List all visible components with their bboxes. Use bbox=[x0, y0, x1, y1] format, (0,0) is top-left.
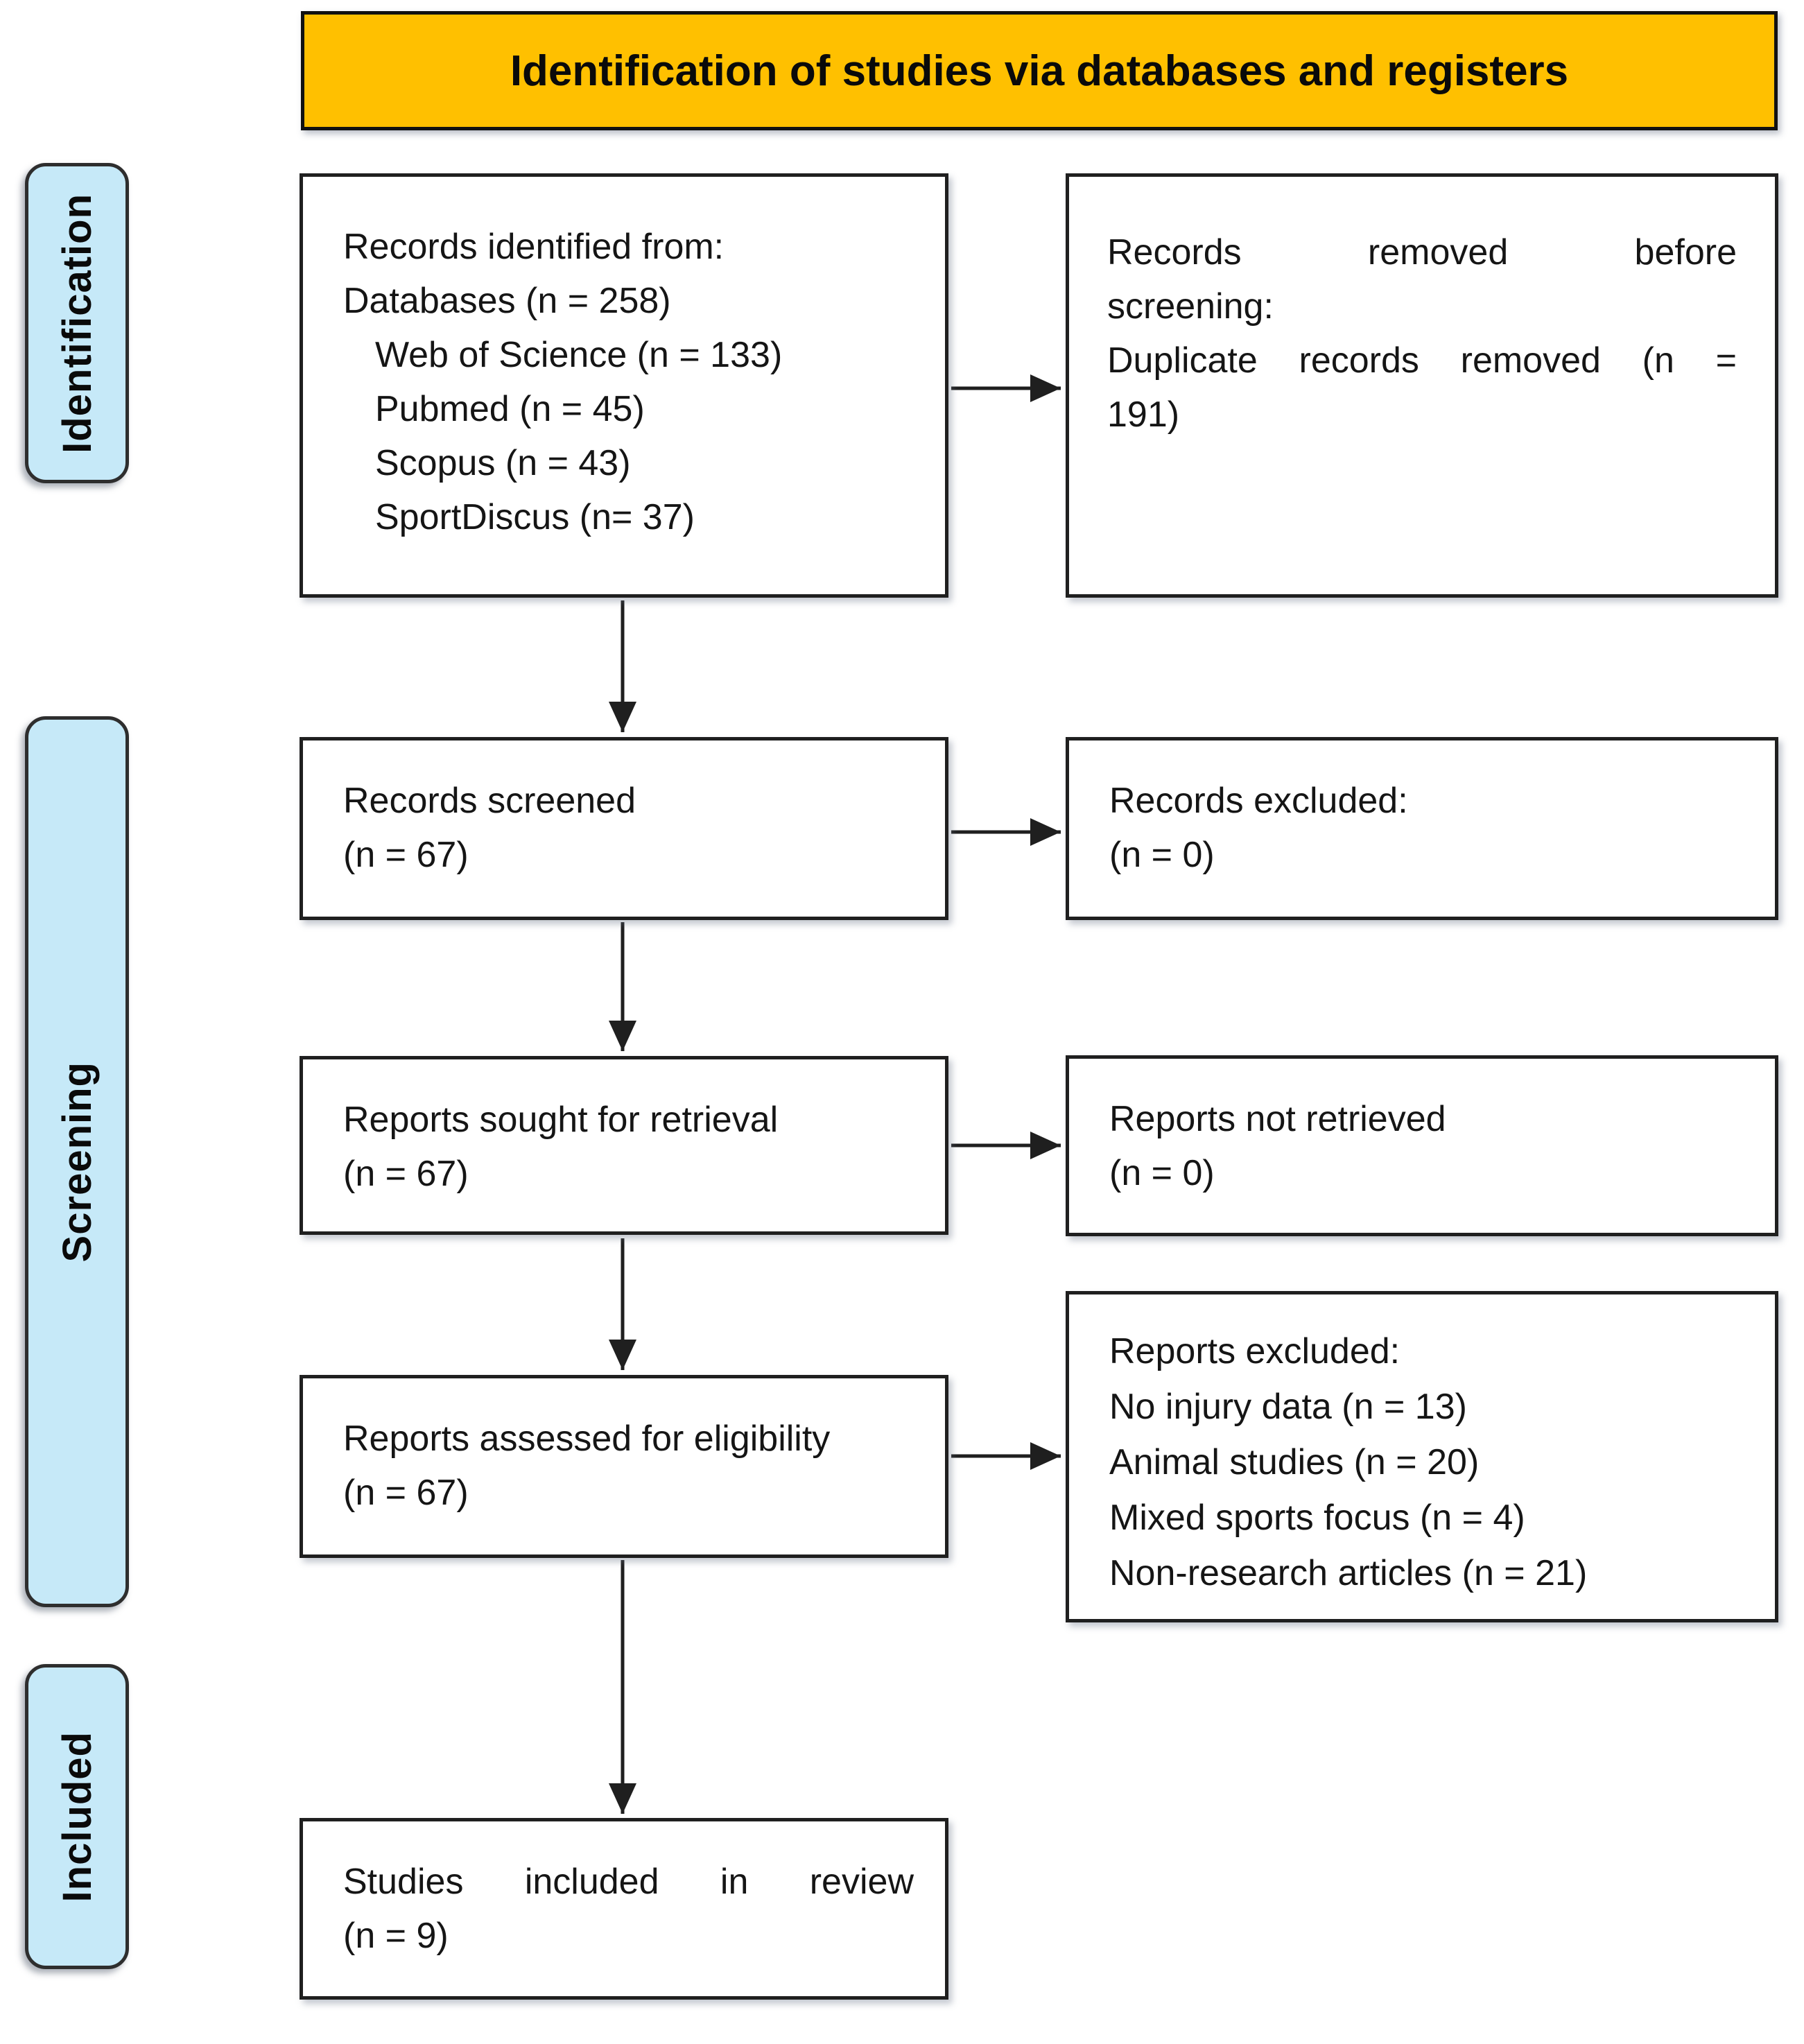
stage-label-screening: Screening bbox=[25, 716, 129, 1607]
text-line: Pubmed (n = 45) bbox=[375, 389, 645, 429]
text-line: Reports sought for retrieval bbox=[343, 1100, 779, 1140]
text-line: SportDiscus (n= 37) bbox=[375, 497, 695, 537]
box-reports-excluded: Reports excluded: No injury data (n = 13… bbox=[1066, 1291, 1778, 1622]
text-line: Records removed before bbox=[1107, 232, 1737, 272]
box-records-excluded-content: Records excluded: (n = 0) bbox=[1069, 740, 1775, 882]
text-line: Reports excluded: bbox=[1109, 1331, 1400, 1371]
box-reports-not-retrieved: Reports not retrieved (n = 0) bbox=[1066, 1055, 1778, 1236]
box-reports-excluded-content: Reports excluded: No injury data (n = 13… bbox=[1069, 1294, 1775, 1601]
banner-title: Identification of studies via databases … bbox=[301, 11, 1778, 130]
box-records-screened: Records screened (n = 67) bbox=[300, 737, 948, 920]
text-line: Records excluded: bbox=[1109, 781, 1408, 821]
text-line: Reports not retrieved bbox=[1109, 1099, 1446, 1139]
box-records-removed: Records removed before screening: Duplic… bbox=[1066, 173, 1778, 598]
stage-label-included: Included bbox=[25, 1664, 129, 1969]
banner-title-text: Identification of studies via databases … bbox=[510, 46, 1569, 95]
stage-label-included-text: Included bbox=[54, 1731, 100, 1903]
stage-label-identification: Identification bbox=[25, 163, 129, 483]
box-records-screened-content: Records screened (n = 67) bbox=[303, 740, 945, 882]
text-line: Records screened bbox=[343, 781, 636, 821]
text-line: (n = 67) bbox=[343, 1154, 469, 1194]
text-line: Animal studies (n = 20) bbox=[1109, 1442, 1480, 1482]
text-line: (n = 67) bbox=[343, 835, 469, 875]
text-line: (n = 67) bbox=[343, 1473, 469, 1513]
stage-label-screening-text: Screening bbox=[54, 1061, 100, 1263]
text-line: (n = 9) bbox=[343, 1916, 449, 1956]
text-line: No injury data (n = 13) bbox=[1109, 1387, 1467, 1427]
text-line: Scopus (n = 43) bbox=[375, 443, 631, 483]
box-records-removed-content: Records removed before screening: Duplic… bbox=[1069, 177, 1775, 442]
text-line: Non-research articles (n = 21) bbox=[1109, 1553, 1588, 1593]
box-studies-included-content: Studies included in review (n = 9) bbox=[303, 1821, 945, 1963]
box-records-identified: Records identified from: Databases (n = … bbox=[300, 173, 948, 598]
box-reports-not-retrieved-content: Reports not retrieved (n = 0) bbox=[1069, 1059, 1775, 1200]
box-reports-assessed-content: Reports assessed for eligibility (n = 67… bbox=[303, 1378, 945, 1520]
text-line: Reports assessed for eligibility bbox=[343, 1419, 831, 1459]
text-line: Records identified from: bbox=[343, 227, 725, 267]
text-line: Mixed sports focus (n = 4) bbox=[1109, 1498, 1525, 1538]
box-records-excluded: Records excluded: (n = 0) bbox=[1066, 737, 1778, 920]
text-line: Databases (n = 258) bbox=[343, 281, 671, 321]
text-line: Duplicate records removed (n = bbox=[1107, 340, 1737, 381]
box-reports-sought: Reports sought for retrieval (n = 67) bbox=[300, 1056, 948, 1235]
text-line: (n = 0) bbox=[1109, 1153, 1215, 1193]
box-reports-assessed: Reports assessed for eligibility (n = 67… bbox=[300, 1375, 948, 1558]
text-line: Studies included in review bbox=[343, 1862, 914, 1902]
text-line: (n = 0) bbox=[1109, 835, 1215, 875]
box-reports-sought-content: Reports sought for retrieval (n = 67) bbox=[303, 1059, 945, 1201]
stage-label-identification-text: Identification bbox=[54, 193, 100, 453]
box-studies-included: Studies included in review (n = 9) bbox=[300, 1818, 948, 2000]
text-line: screening: bbox=[1107, 286, 1274, 327]
box-records-identified-content: Records identified from: Databases (n = … bbox=[303, 177, 945, 544]
text-line: Web of Science (n = 133) bbox=[375, 335, 783, 375]
text-line: 191) bbox=[1107, 395, 1180, 435]
